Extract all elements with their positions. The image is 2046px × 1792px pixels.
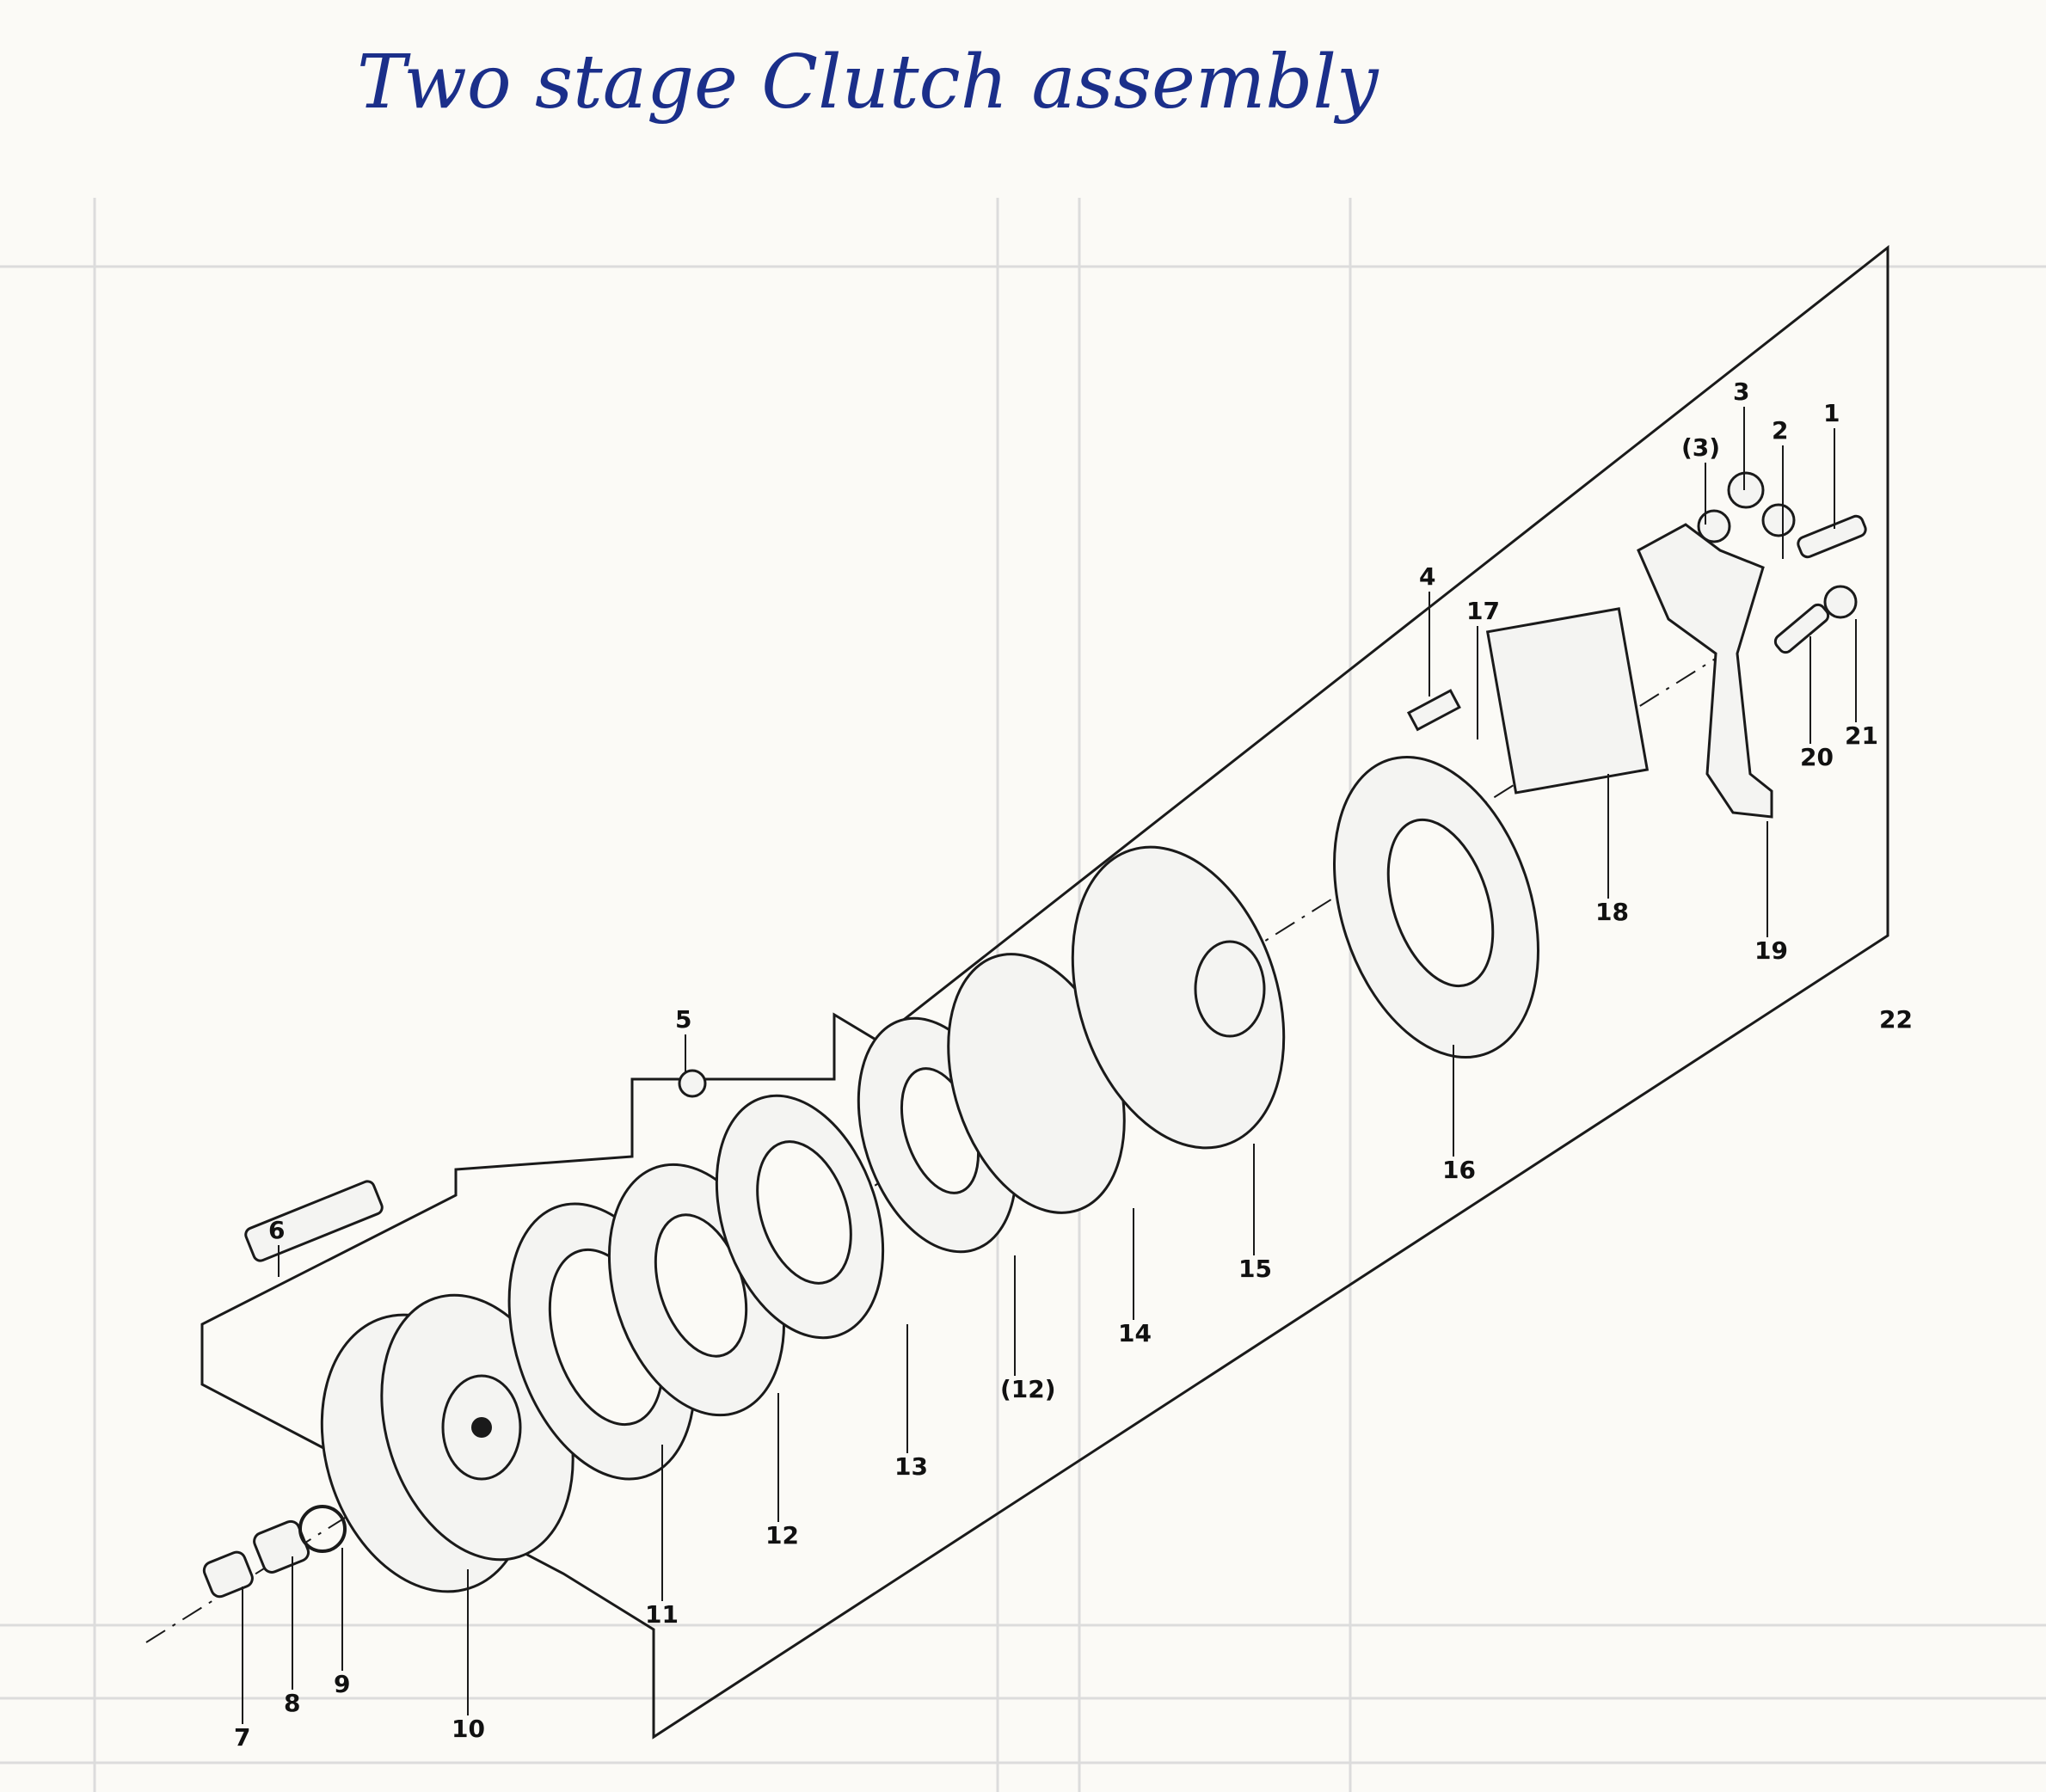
callout-2: 2 [1772,416,1788,445]
callout-9: 9 [334,1670,350,1698]
callout-13: 13 [894,1452,928,1481]
page-title: Two stage Clutch assembly [357,40,1379,126]
callout-16: 16 [1442,1156,1476,1184]
callout-10: 10 [452,1715,485,1743]
callout-12: 12 [765,1521,799,1550]
callout-15: 15 [1238,1255,1272,1283]
cover-ring [1333,755,1539,1059]
assembly-outline [200,244,1889,1740]
callout-8: 8 [284,1689,300,1717]
callout-17: 17 [1466,597,1500,625]
callout-1: 1 [1823,399,1840,427]
callout-19: 19 [1754,936,1788,965]
callout-20: 20 [1800,743,1834,771]
callout-18: 18 [1595,898,1629,926]
callout-22: 22 [1879,1005,1913,1034]
hardware [202,471,1867,1599]
leader-lines [242,407,1857,1724]
callout-11: 11 [645,1600,679,1629]
callout-labels: 1 2 3 (3) 4 5 6 7 8 9 10 11 12 (12) 13 1… [234,377,1913,1752]
secondary-driven-disk [1071,845,1286,1150]
callout-14: 14 [1118,1319,1152,1347]
bleed-through-table [0,198,2046,1792]
callout-3: 3 [1733,377,1749,406]
callout-5: 5 [675,1005,691,1034]
callout-4: 4 [1419,562,1435,591]
callout-21: 21 [1845,721,1878,750]
callout-12p: (12) [1000,1375,1056,1403]
callout-6: 6 [268,1216,285,1244]
callout-3p: (3) [1681,433,1720,462]
callout-7: 7 [234,1723,250,1752]
